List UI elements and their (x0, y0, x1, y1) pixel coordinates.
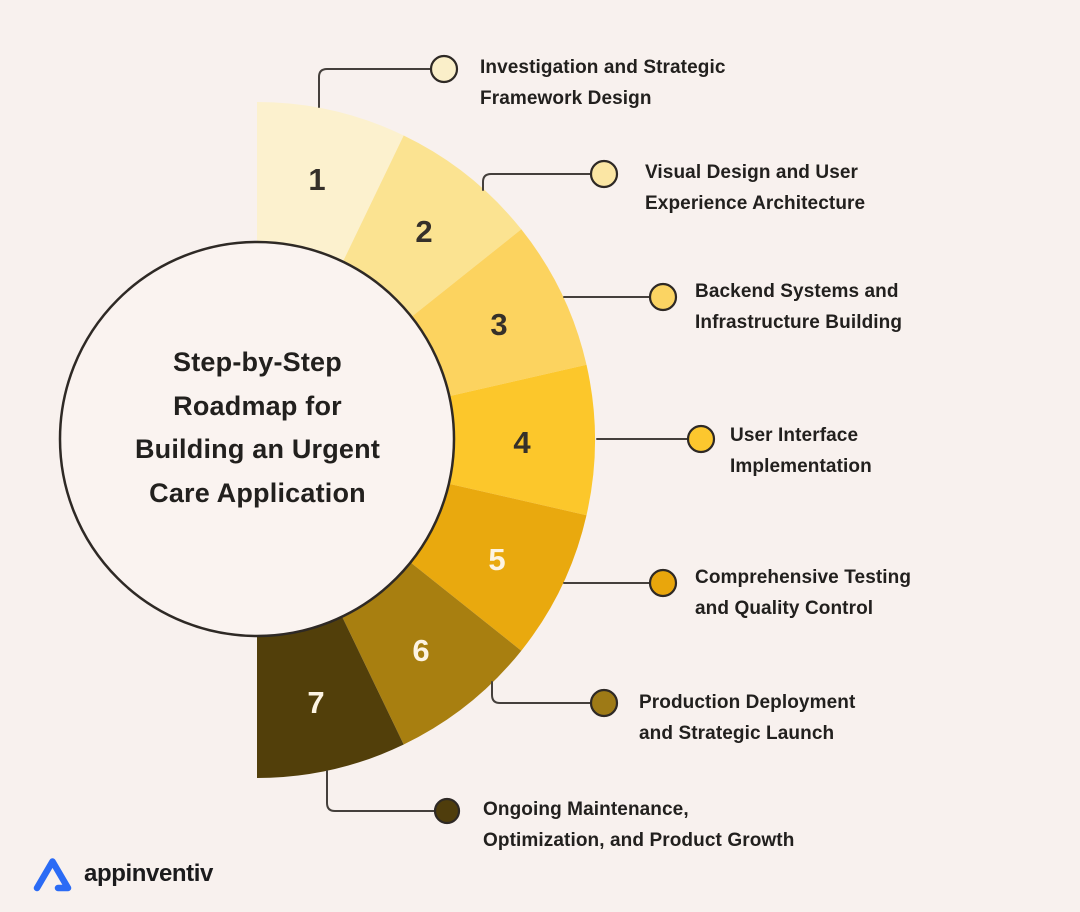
title-line: Care Application (149, 477, 366, 508)
connector-line-2 (482, 173, 592, 191)
logo-mark-path (33, 858, 72, 892)
step-label-line: Investigation and Strategic (480, 57, 726, 78)
wedge-number-7: 7 (307, 685, 324, 720)
wedge-number-1: 1 (308, 162, 325, 197)
step-label-line: Implementation (730, 456, 872, 477)
step-label-line: Backend Systems and (695, 281, 899, 302)
wedge-number-3: 3 (490, 307, 507, 342)
step-label-line: Comprehensive Testing (695, 567, 912, 588)
step-label-line: Infrastructure Building (695, 312, 903, 333)
wedge-number-4: 4 (513, 425, 531, 460)
step-label-line: Framework Design (480, 88, 652, 109)
step-label-2: Visual Design and User Experience Archit… (645, 157, 865, 219)
step-label-line: Optimization, and Product Growth (483, 830, 795, 851)
center-circle (58, 240, 456, 638)
title-line: Building an Urgent (134, 434, 381, 464)
step-label-line: Experience Architecture (645, 193, 866, 214)
title-line: Roadmap for (173, 390, 342, 421)
appinventiv-triangle-icon (30, 856, 80, 892)
step-label-1: Investigation and Strategic Framework De… (480, 52, 726, 114)
chart-title: Step-by-Step Roadmap for Building an Urg… (97, 341, 418, 515)
step-dot-2 (589, 159, 619, 189)
step-label-3: Backend Systems and Infrastructure Build… (695, 276, 902, 338)
step-label-line: and Strategic Launch (639, 723, 835, 744)
step-label-4: User Interface Implementation (730, 420, 872, 482)
step-label-line: and Quality Control (695, 598, 874, 619)
step-label-5: Comprehensive Testing and Quality Contro… (695, 562, 911, 624)
step-dot-5 (648, 568, 678, 598)
appinventiv-logo: appinventiv (30, 856, 213, 892)
step-label-line: Ongoing Maintenance, (483, 799, 689, 820)
wedge-number-5: 5 (488, 542, 505, 577)
step-label-6: Production Deployment and Strategic Laun… (639, 687, 855, 749)
wedge-number-2: 2 (415, 214, 432, 249)
step-label-line: Production Deployment (639, 692, 856, 713)
step-dot-7 (433, 797, 461, 825)
step-dot-3 (648, 282, 678, 312)
connector-line-6 (491, 681, 592, 704)
step-label-7: Ongoing Maintenance, Optimization, and P… (483, 794, 794, 856)
logo-text: appinventiv (84, 860, 213, 887)
step-label-line: Visual Design and User (645, 162, 859, 183)
step-dot-4 (686, 424, 716, 454)
step-dot-1 (429, 54, 459, 84)
connector-line-1 (318, 68, 432, 108)
connector-line-7 (326, 770, 435, 812)
wedge-number-6: 6 (412, 633, 429, 668)
title-line: Step-by-Step (173, 347, 342, 377)
step-dot-6 (589, 688, 619, 718)
step-label-line: User Interface (730, 425, 859, 446)
